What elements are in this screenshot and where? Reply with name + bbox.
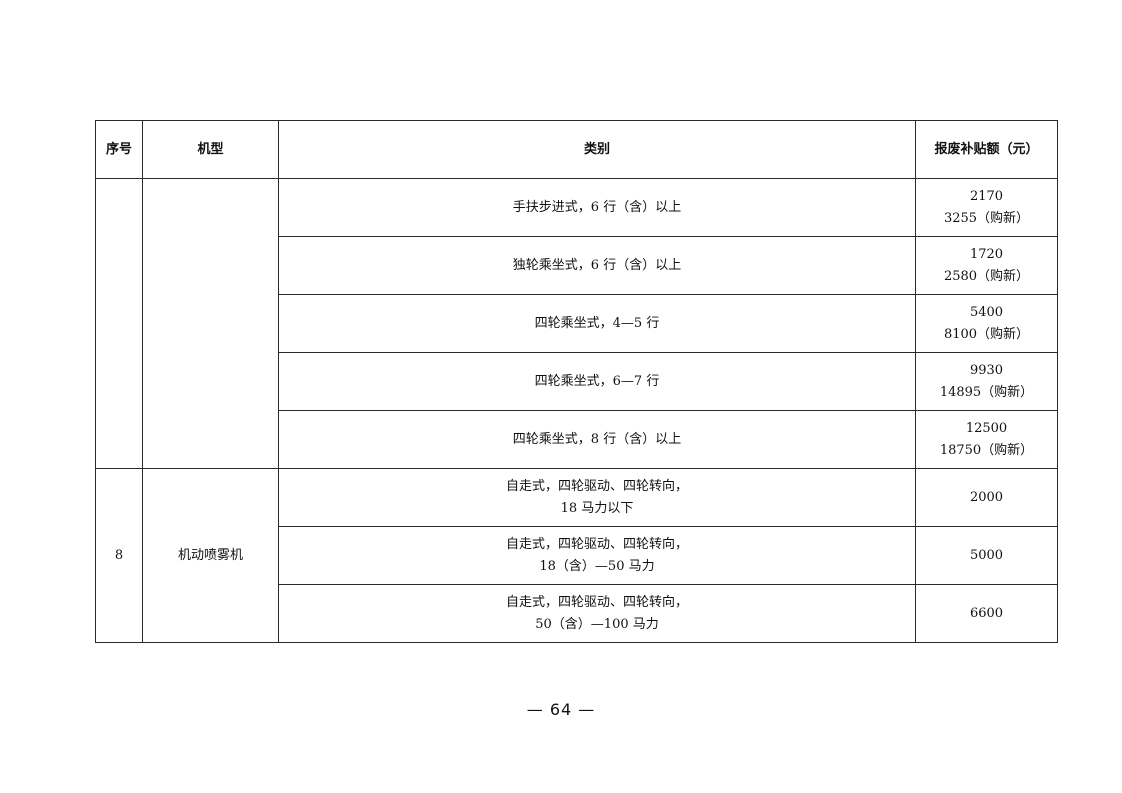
amount-value: 2000 [969, 489, 1004, 505]
category-text-2: 18（含）—50 马力 [539, 558, 655, 574]
amount-new-value: 18750（购新） [939, 442, 1034, 458]
table-row: 独轮乘坐式，6 行（含）以上 1720 2580（购新） [96, 236, 1058, 295]
amount-value: 5000 [969, 547, 1004, 563]
table-row: 四轮乘坐式，6—7 行 9930 14895（购新） [96, 352, 1058, 411]
page-number: — 64 — [526, 700, 596, 719]
category-cell: 自走式，四轮驱动、四轮转向， 18（含）—50 马力 [278, 526, 916, 585]
amount-cell: 1720 2580（购新） [915, 236, 1058, 295]
table-row: 自走式，四轮驱动、四轮转向， 18（含）—50 马力 5000 [96, 526, 1058, 585]
category-cell: 手扶步进式，6 行（含）以上 [278, 178, 916, 237]
amount-value: 9930 [969, 362, 1004, 378]
amount-value: 6600 [969, 605, 1004, 621]
category-text: 独轮乘坐式，6 行（含）以上 [512, 257, 682, 273]
row-model-cell: 机动喷雾机 [142, 468, 279, 643]
amount-cell: 2170 3255（购新） [915, 178, 1058, 237]
table-row: 8 机动喷雾机 自走式，四轮驱动、四轮转向， 18 马力以下 2000 [95, 468, 1058, 643]
header-no: 序号 [95, 120, 143, 179]
category-text: 自走式，四轮驱动、四轮转向， [505, 594, 688, 610]
category-text-2: 50（含）—100 马力 [535, 616, 659, 632]
amount-new-value: 8100（购新） [943, 326, 1030, 342]
amount-cell: 6600 [915, 584, 1058, 643]
amount-new-value: 14895（购新） [939, 384, 1034, 400]
row-model-cell [142, 178, 279, 469]
row-no-cell: 8 [95, 468, 143, 643]
category-text: 自走式，四轮驱动、四轮转向， [505, 478, 688, 494]
amount-cell: 5400 8100（购新） [915, 294, 1058, 353]
category-text: 四轮乘坐式，6—7 行 [534, 373, 660, 389]
amount-value: 12500 [965, 420, 1008, 436]
amount-new-value: 3255（购新） [943, 210, 1030, 226]
table-header-row: 序号 机型 类别 报废补贴额（元） [95, 120, 1058, 179]
table-row: 自走式，四轮驱动、四轮转向， 50（含）—100 马力 6600 [96, 584, 1058, 643]
amount-cell: 9930 14895（购新） [915, 352, 1058, 411]
header-model: 机型 [142, 120, 279, 179]
table-row: 四轮乘坐式，4—5 行 5400 8100（购新） [96, 294, 1058, 353]
header-category: 类别 [278, 120, 916, 179]
category-cell: 独轮乘坐式，6 行（含）以上 [278, 236, 916, 295]
category-text: 四轮乘坐式，4—5 行 [534, 315, 660, 331]
category-cell: 自走式，四轮驱动、四轮转向， 18 马力以下 [278, 468, 916, 527]
table-row: 手扶步进式，6 行（含）以上 2170 3255（购新） [95, 178, 1058, 469]
category-text-2: 18 马力以下 [560, 500, 634, 516]
amount-value: 5400 [969, 304, 1004, 320]
category-text: 四轮乘坐式，8 行（含）以上 [512, 431, 682, 447]
category-text: 手扶步进式，6 行（含）以上 [512, 199, 682, 215]
amount-cell: 5000 [915, 526, 1058, 585]
category-text: 自走式，四轮驱动、四轮转向， [505, 536, 688, 552]
amount-new-value: 2580（购新） [943, 268, 1030, 284]
amount-value: 1720 [969, 246, 1004, 262]
amount-cell: 2000 [915, 468, 1058, 527]
header-amount: 报废补贴额（元） [915, 120, 1058, 179]
category-cell: 四轮乘坐式，4—5 行 [278, 294, 916, 353]
category-cell: 四轮乘坐式，6—7 行 [278, 352, 916, 411]
amount-cell: 12500 18750（购新） [915, 410, 1058, 469]
category-cell: 自走式，四轮驱动、四轮转向， 50（含）—100 马力 [278, 584, 916, 643]
category-cell: 四轮乘坐式，8 行（含）以上 [278, 410, 916, 469]
subsidy-table: 序号 机型 类别 报废补贴额（元） 手扶步进式，6 行（含）以上 2170 32… [95, 120, 1058, 643]
table-row: 四轮乘坐式，8 行（含）以上 12500 18750（购新） [96, 410, 1058, 469]
row-no-cell [95, 178, 143, 469]
amount-value: 2170 [969, 188, 1004, 204]
